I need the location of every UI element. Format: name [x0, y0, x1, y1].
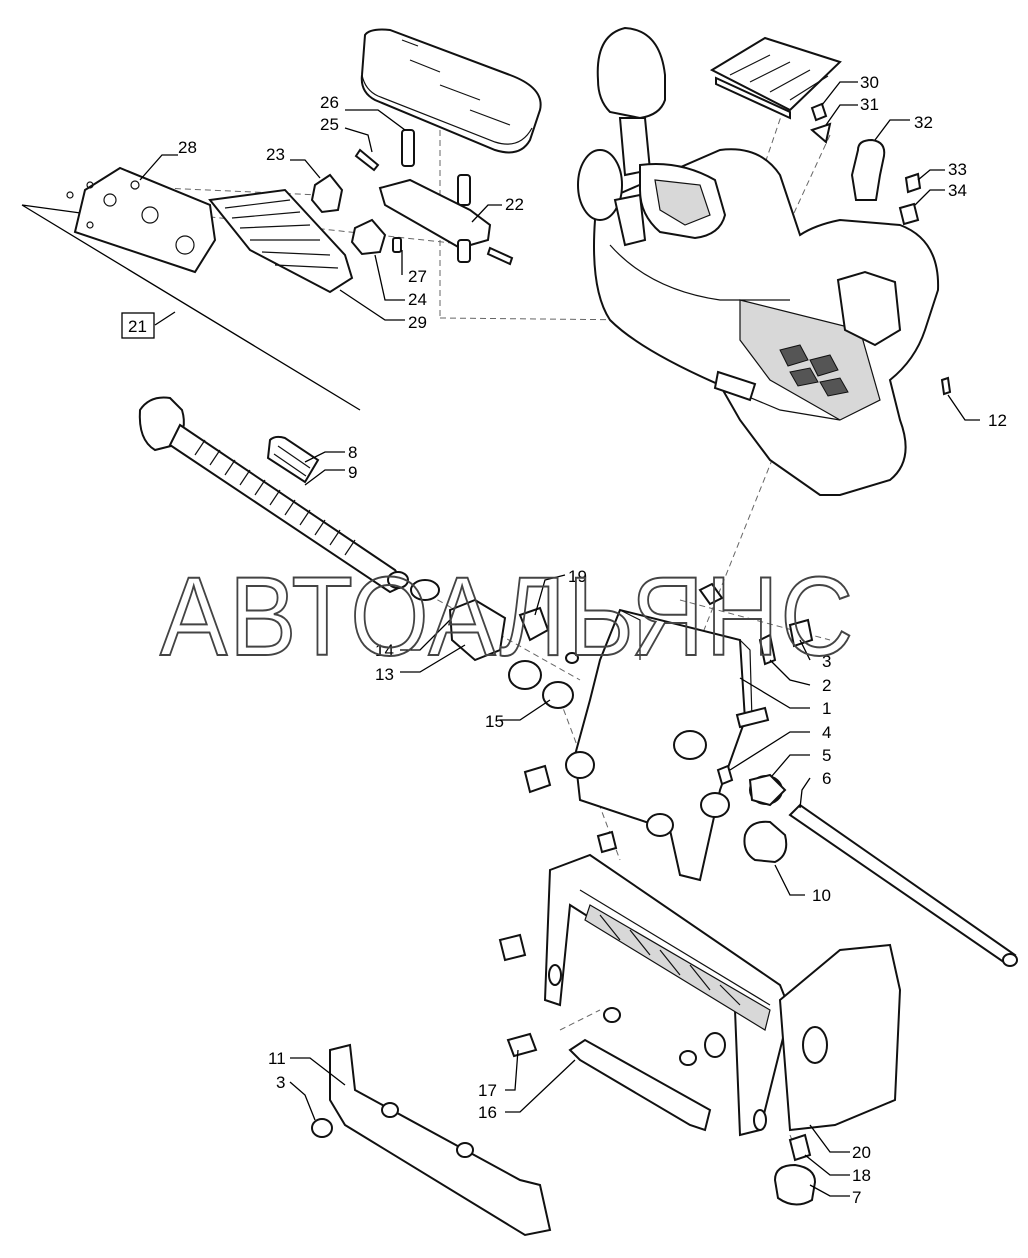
- callout-14: 14: [375, 641, 394, 660]
- callout-11: 11: [268, 1049, 286, 1068]
- armrest-cushion: [360, 28, 542, 154]
- callout-19: 19: [568, 567, 587, 586]
- part-30: [810, 102, 828, 122]
- bellows-shaft: [138, 396, 409, 594]
- base-frame-20: [498, 853, 902, 1137]
- shaft-6-end: [1002, 953, 1018, 967]
- callout-5: 5: [822, 746, 831, 765]
- washer-ring: [410, 579, 440, 601]
- clip-24: [350, 218, 387, 256]
- callout-12: 12: [988, 411, 1007, 430]
- callout-17: 17: [478, 1081, 497, 1100]
- callout-3-upper: 3: [822, 652, 831, 671]
- grille-panel-29: [208, 188, 354, 294]
- callout-7: 7: [852, 1188, 861, 1207]
- callout-18: 18: [852, 1166, 871, 1185]
- callout-32: 32: [914, 113, 933, 132]
- bushing-5-body: [748, 773, 787, 807]
- part-33: [904, 172, 922, 194]
- callout-13: 13: [375, 665, 394, 684]
- part-12: [940, 376, 952, 396]
- callout-16: 16: [478, 1103, 497, 1122]
- callout-23: 23: [266, 145, 285, 164]
- screw-18: [788, 1133, 812, 1162]
- footrest-11: [329, 1043, 552, 1237]
- clip-19: [518, 606, 550, 642]
- callout-6: 6: [822, 769, 831, 788]
- main-bracket-1: [523, 582, 814, 882]
- callout-8: 8: [348, 443, 357, 462]
- callout-29: 29: [408, 313, 427, 332]
- callout-21: 21: [128, 317, 147, 336]
- mounting-plate-28: [66, 166, 217, 274]
- cap-3: [311, 1118, 333, 1138]
- bracket-16: [568, 1038, 712, 1132]
- callout-3-lower: 3: [276, 1073, 285, 1092]
- control-console: [577, 26, 940, 496]
- callout-27: 27: [408, 267, 427, 286]
- callout-25: 25: [320, 115, 339, 134]
- callout-24: 24: [408, 290, 427, 309]
- washer-15a: [508, 660, 542, 690]
- callout-20: 20: [852, 1143, 871, 1162]
- watermark-text: АВТОАЛЬЯНС: [160, 554, 855, 679]
- callout-1: 1: [822, 699, 831, 718]
- pins-and-bracket: [354, 129, 514, 266]
- shaft-6: [788, 803, 1017, 967]
- callout-22: 22: [505, 195, 524, 214]
- screw-7-12: [716, 764, 734, 786]
- callout-30: 30: [860, 73, 879, 92]
- part-34: [898, 202, 920, 226]
- callout-33: 33: [948, 160, 967, 179]
- washer-small: [565, 652, 579, 664]
- callout-4: 4: [822, 723, 831, 742]
- bushing-10: [743, 820, 788, 864]
- callout-15: 15: [485, 712, 504, 731]
- callout-26: 26: [320, 93, 339, 112]
- part-32-knob: [850, 138, 886, 201]
- callout-28: 28: [178, 138, 197, 157]
- clip-23: [310, 173, 344, 214]
- part-31: [810, 122, 832, 144]
- callout-2: 2: [822, 676, 831, 695]
- foot-cap-7: [773, 1163, 817, 1206]
- callout-9: 9: [348, 463, 357, 482]
- screw-27: [392, 237, 402, 253]
- washer-15b: [542, 681, 574, 709]
- callout-10: 10: [812, 886, 831, 905]
- callout-labels: 28 26 25 23 22 27 24 29 21 30 31 32 33 3…: [128, 73, 1007, 1207]
- leader-lines: [139, 81, 980, 1197]
- callout-21-box: [121, 312, 155, 339]
- callout-34: 34: [948, 181, 967, 200]
- callout-31: 31: [860, 95, 879, 114]
